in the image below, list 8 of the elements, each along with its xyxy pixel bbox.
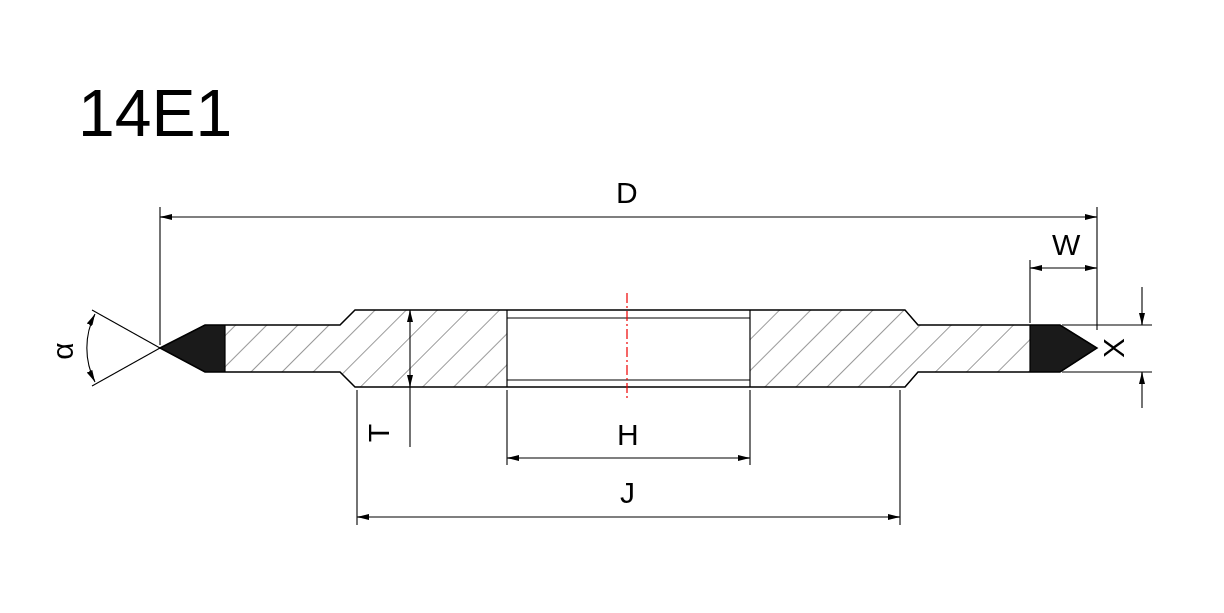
dimension-label: T (364, 423, 395, 443)
dimension-label: X (1099, 338, 1129, 358)
dimension-label: H (617, 420, 639, 450)
dimension-label: W (1052, 230, 1081, 260)
dimension-label: D (616, 178, 638, 208)
title: 14E1 (78, 80, 233, 146)
dimension-label: J (620, 478, 635, 508)
dimension-label: α (47, 342, 78, 360)
